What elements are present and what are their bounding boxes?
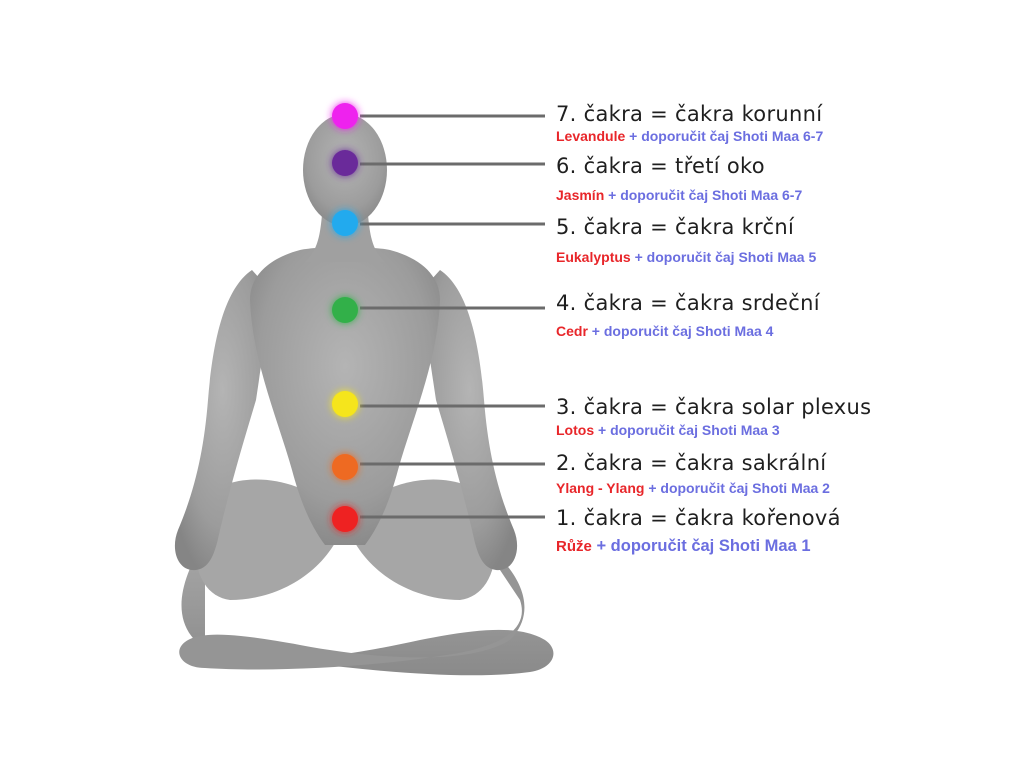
chakra-3-oil: Lotos [556, 422, 595, 438]
chakra-5-recommendation: Eukalyptus + doporučit čaj Shoti Maa 5 [556, 250, 816, 264]
chakra-6-recommendation: Jasmín + doporučit čaj Shoti Maa 6-7 [556, 188, 802, 202]
chakra-3-title: 3. čakra = čakra solar plexus [556, 395, 872, 419]
chakra-2-tea: + doporučit čaj Shoti Maa 2 [648, 480, 830, 496]
pointer-lines [360, 114, 545, 519]
chakra-4-oil: Cedr [556, 323, 588, 339]
chakra-5-title: 5. čakra = čakra krční [556, 215, 795, 239]
chakra-5-oil: Eukalyptus [556, 249, 631, 265]
chakra-6-tea: + doporučit čaj Shoti Maa 6-7 [608, 187, 803, 203]
chakra-2-title: 2. čakra = čakra sakrální [556, 451, 827, 475]
chakra-7-title: 7. čakra = čakra korunní [556, 102, 823, 126]
neck [305, 215, 385, 262]
chakra-7-tea: + doporučit čaj Shoti Maa 6-7 [629, 128, 824, 144]
chakra-dot-1 [332, 506, 358, 532]
chakra-1-oil: Růže [556, 538, 592, 555]
chakra-dot-5 [332, 210, 358, 236]
arms [174, 270, 518, 571]
chakra-6-title: 6. čakra = třetí oko [556, 154, 765, 178]
chakra-3-recommendation: Lotos + doporučit čaj Shoti Maa 3 [556, 423, 780, 437]
chakra-4-title: 4. čakra = čakra srdeční [556, 291, 820, 315]
chakra-5-tea: + doporučit čaj Shoti Maa 5 [634, 249, 817, 265]
chakra-dot-3 [332, 391, 358, 417]
chakra-1-title: 1. čakra = čakra kořenová [556, 506, 841, 530]
chakra-dots [332, 103, 358, 532]
chakra-7-recommendation: Levandule + doporučit čaj Shoti Maa 6-7 [556, 129, 823, 143]
chakra-1-recommendation: Růže + doporučit čaj Shoti Maa 1 [556, 538, 811, 555]
chakra-4-tea: + doporučit čaj Shoti Maa 4 [591, 323, 774, 339]
chakra-3-tea: + doporučit čaj Shoti Maa 3 [598, 422, 780, 438]
chakra-2-oil: Ylang - Ylang [556, 480, 645, 496]
chakra-dot-7 [332, 103, 358, 129]
chakra-2-recommendation: Ylang - Ylang + doporučit čaj Shoti Maa … [556, 481, 830, 495]
chakra-1-tea: + doporučit čaj Shoti Maa 1 [596, 537, 811, 555]
chakra-6-oil: Jasmín [556, 187, 605, 203]
chakra-4-recommendation: Cedr + doporučit čaj Shoti Maa 4 [556, 324, 773, 338]
chakra-dot-4 [332, 297, 358, 323]
chakra-dot-6 [332, 150, 358, 176]
chakra-dot-2 [332, 454, 358, 480]
chakra-7-oil: Levandule [556, 128, 626, 144]
